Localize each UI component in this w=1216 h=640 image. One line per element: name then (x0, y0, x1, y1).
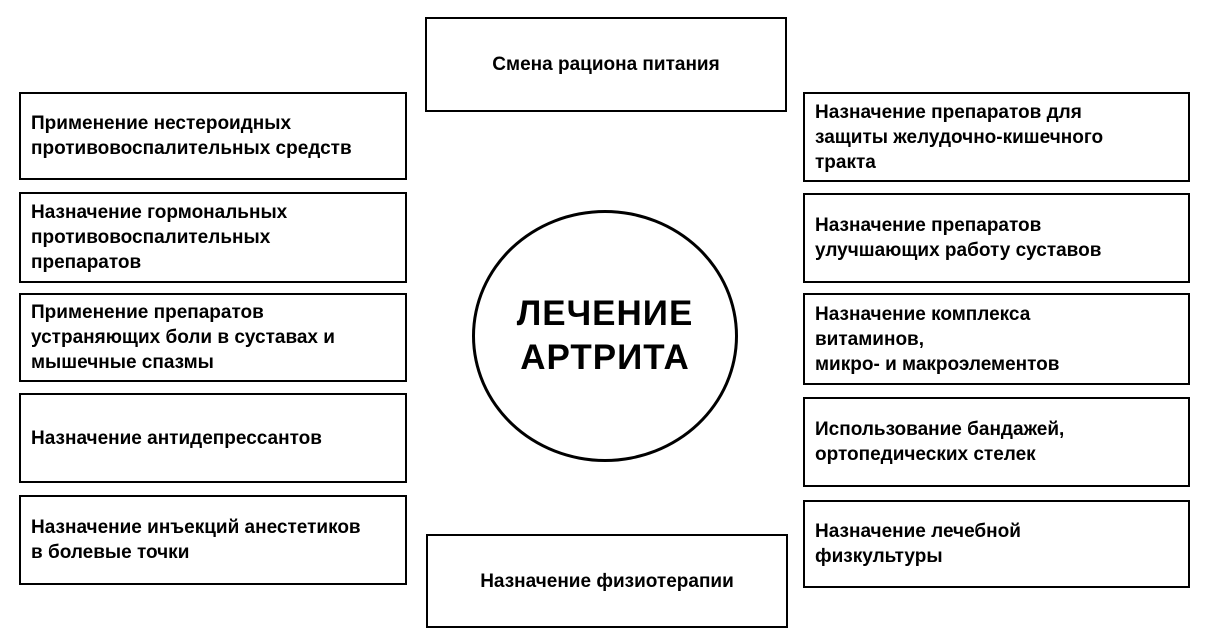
box-nsaid-use-label: Применение нестероидных противовоспалите… (31, 113, 352, 159)
box-gi-protection-drugs-label: Назначение препаратов для защиты желудоч… (815, 101, 1104, 173)
box-hormonal-antiinflammatory-label: Назначение гормональных противовоспалите… (31, 202, 288, 273)
box-joint-improvement-drugs: Назначение препаратов улучшающих работу … (803, 193, 1190, 283)
box-pain-spasm-drugs: Применение препаратов устраняющих боли в… (19, 293, 407, 382)
box-anesthetic-injections: Назначение инъекций анестетиков в болевы… (19, 495, 407, 585)
box-pain-spasm-drugs-label: Применение препаратов устраняющих боли в… (31, 302, 335, 373)
box-antidepressants: Назначение антидепрессантов (19, 393, 407, 483)
box-gi-protection-drugs: Назначение препаратов для защиты желудоч… (803, 92, 1190, 182)
box-nsaid-use: Применение нестероидных противовоспалите… (19, 92, 407, 180)
box-anesthetic-injections-label: Назначение инъекций анестетиков в болевы… (31, 517, 361, 563)
box-vitamin-complex: Назначение комплекса витаминов, микро- и… (803, 293, 1190, 385)
box-diet-change: Смена рациона питания (425, 17, 787, 112)
box-hormonal-antiinflammatory: Назначение гормональных противовоспалите… (19, 192, 407, 283)
center-circle-arthritis-treatment: ЛЕЧЕНИЕ АРТРИТА (472, 210, 738, 462)
box-physiotherapy: Назначение физиотерапии (426, 534, 788, 628)
box-antidepressants-label: Назначение антидепрессантов (31, 427, 322, 449)
box-joint-improvement-drugs-label: Назначение препаратов улучшающих работу … (815, 215, 1102, 261)
box-bandages-insoles-label: Использование бандажей, ортопедических с… (815, 419, 1065, 465)
box-therapeutic-exercise-label: Назначение лечебной физкультуры (815, 521, 1021, 567)
box-bandages-insoles: Использование бандажей, ортопедических с… (803, 397, 1190, 487)
center-circle-label: ЛЕЧЕНИЕ АРТРИТА (516, 294, 694, 377)
box-diet-change-label: Смена рациона питания (492, 54, 720, 75)
box-vitamin-complex-label: Назначение комплекса витаминов, микро- и… (815, 303, 1060, 375)
box-therapeutic-exercise: Назначение лечебной физкультуры (803, 500, 1190, 588)
box-physiotherapy-label: Назначение физиотерапии (480, 570, 734, 592)
